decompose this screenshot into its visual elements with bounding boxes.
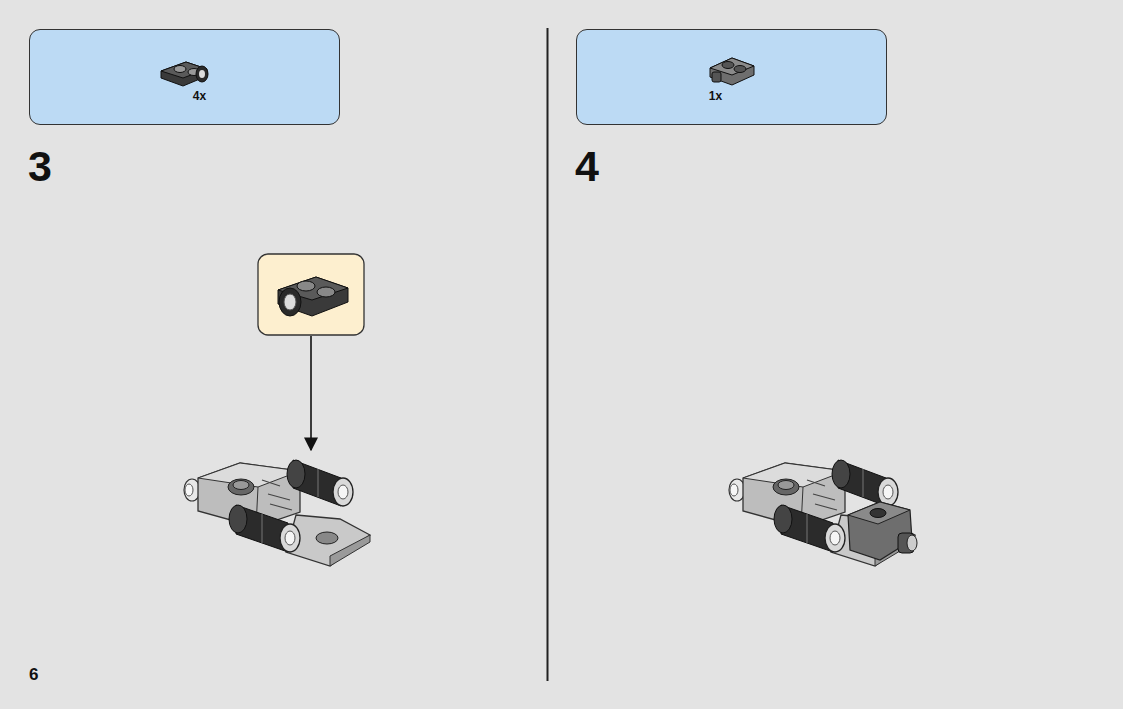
part-callout [258, 254, 364, 335]
step-number: 3 [28, 145, 52, 188]
part-icon [710, 58, 754, 85]
added-clip-plate [848, 502, 917, 560]
callout-part [278, 277, 348, 316]
placement-arrow [310, 336, 312, 450]
part-quantity: 1x [561, 89, 870, 103]
parts-list-box: 1x [576, 29, 887, 125]
step-number: 4 [575, 145, 599, 188]
parts-list-box: 4x [29, 29, 340, 125]
part-quantity: 4x [45, 89, 354, 103]
page-number: 6 [29, 666, 38, 683]
page-divider [547, 28, 549, 681]
part-icon [161, 62, 208, 86]
model-assembly [729, 460, 915, 566]
model-assembly [184, 460, 370, 566]
